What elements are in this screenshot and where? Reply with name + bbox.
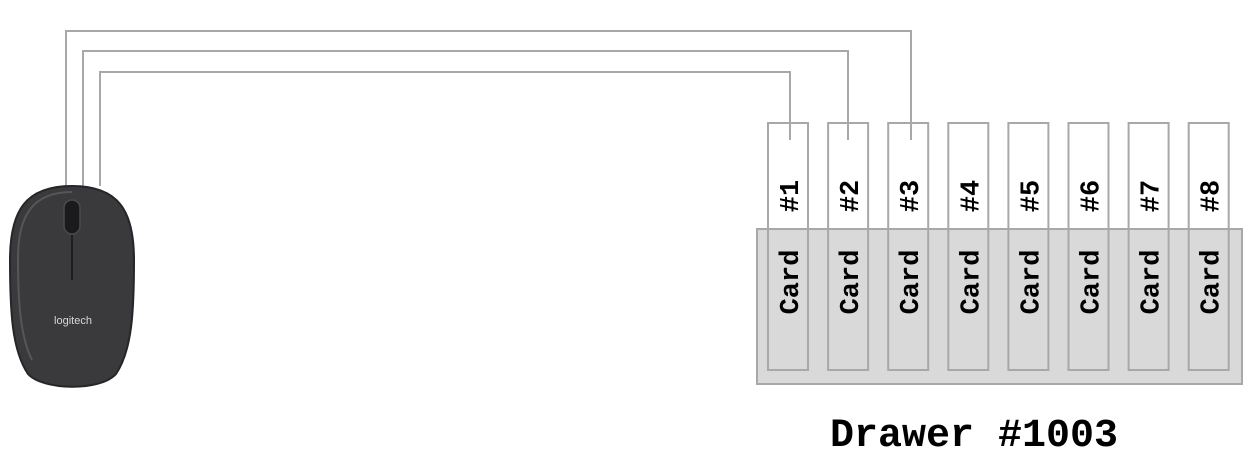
card-outline (1127, 122, 1170, 371)
card-number-label: #6 (1078, 180, 1108, 212)
card-number-label: #2 (837, 180, 867, 212)
card-number-label: #7 (1138, 180, 1168, 212)
card-number-label: #4 (957, 180, 987, 212)
card-word-label: Card (1078, 250, 1108, 315)
wires (65, 30, 912, 186)
card-outline (1007, 122, 1050, 371)
card-word-label: Card (1017, 250, 1047, 315)
drawer-label: Drawer #1003 (830, 414, 1119, 459)
card-word-label: Card (897, 250, 927, 315)
card-word-label: Card (957, 250, 987, 315)
card-outline (767, 122, 809, 371)
drawer-body (756, 228, 1243, 385)
wire-card-2 (82, 50, 849, 186)
mouse-shell (8, 184, 136, 388)
scroll-wheel (63, 199, 81, 235)
card-word-label: Card (837, 250, 867, 315)
card-word-label: Card (1138, 250, 1168, 315)
computer-mouse-icon: logitech (8, 184, 136, 388)
card-outline (947, 122, 990, 371)
card-number-label: #3 (897, 180, 927, 212)
card-outline (1067, 122, 1110, 371)
card-word-label: Card (777, 250, 807, 315)
mouse-brand-logo: logitech (54, 315, 92, 327)
card-number-label: #8 (1198, 180, 1228, 212)
card-word-label: Card (1198, 250, 1228, 315)
wire-card-3 (65, 30, 912, 186)
card-outline (887, 122, 930, 371)
card-outline (827, 122, 870, 371)
card-outline (1187, 122, 1230, 371)
card-number-label: #1 (777, 180, 807, 212)
mouse-highlight (16, 191, 73, 361)
wire-card-1 (99, 71, 791, 186)
cards: #1Card#2Card#3Card#4Card#5Card#6Card#7Ca… (767, 122, 1230, 371)
card-number-label: #5 (1017, 180, 1047, 212)
